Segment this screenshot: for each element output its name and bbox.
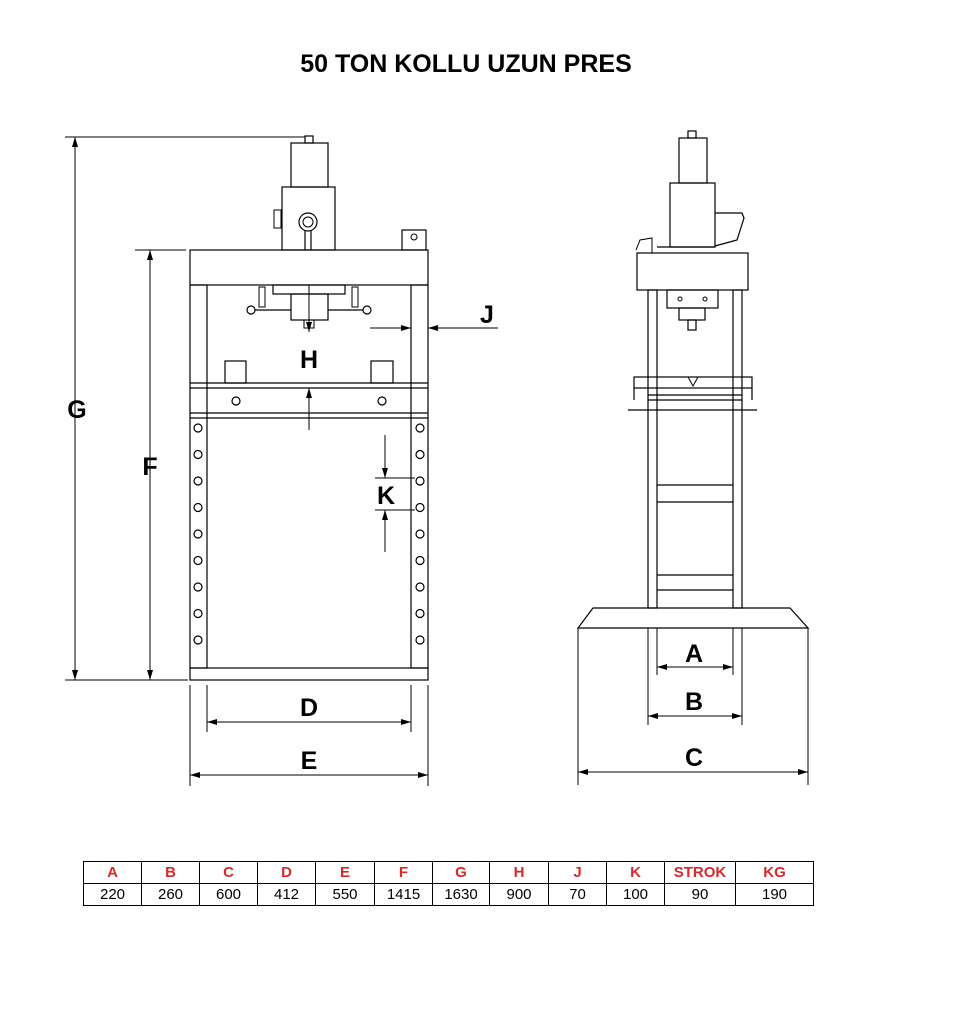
value-cell: 70 [548,883,607,906]
dim-label-h: H [300,346,318,374]
column-hole [193,608,203,619]
dim-label-d: D [300,694,318,722]
header-cell: K [606,861,665,884]
dim-label-k: K [377,482,395,510]
dim-label-a: A [685,640,703,668]
value-cell: 190 [735,883,814,906]
column-hole [415,502,425,513]
column-hole [193,529,203,539]
dim-label-e: E [301,747,318,775]
value-cell: 600 [199,883,258,906]
column-hole [193,502,203,513]
column-hole [415,608,425,619]
drawing-title: 50 TON KOLLU UZUN PRES [300,50,632,78]
column-hole [193,635,203,645]
value-cell: 260 [141,883,200,906]
value-cell: 412 [257,883,316,906]
column-hole [193,555,203,566]
spec-table-value-row: 220 260 600 412 550 1415 1630 900 70 100… [83,883,814,906]
header-cell: D [257,861,316,884]
dim-label-c: C [685,744,703,772]
value-cell: 100 [606,883,665,906]
header-cell: STROK [664,861,736,884]
column-hole [415,555,425,566]
spec-table-header-row: A B C D E F G H J K STROK KG [83,861,814,884]
header-cell: A [83,861,142,884]
column-hole [193,476,203,486]
column-hole [193,449,203,460]
value-cell: 550 [315,883,375,906]
header-cell: G [432,861,490,884]
column-hole [415,476,425,486]
column-hole [415,423,425,433]
value-cell: 220 [83,883,142,906]
dim-label-f: F [142,453,157,481]
dimensions: G F H J K D E A B C [67,137,809,786]
header-cell: C [199,861,258,884]
value-cell: 1415 [374,883,433,906]
value-cell: 900 [489,883,549,906]
header-cell: H [489,861,549,884]
spec-table: A B C D E F G H J K STROK KG 220 260 600… [83,861,814,906]
front-view [65,135,429,681]
side-view [576,130,810,629]
header-cell: J [548,861,607,884]
header-cell: KG [735,861,814,884]
column-hole [193,582,203,592]
column-hole [415,582,425,592]
header-cell: B [141,861,200,884]
column-hole [415,449,425,460]
dim-label-g: G [67,396,86,424]
column-hole [193,423,203,433]
column-hole [415,529,425,539]
dim-label-b: B [685,688,703,716]
value-cell: 1630 [432,883,490,906]
header-cell: F [374,861,433,884]
dim-label-j: J [480,301,494,329]
value-cell: 90 [664,883,736,906]
column-hole [415,635,425,645]
header-cell: E [315,861,375,884]
